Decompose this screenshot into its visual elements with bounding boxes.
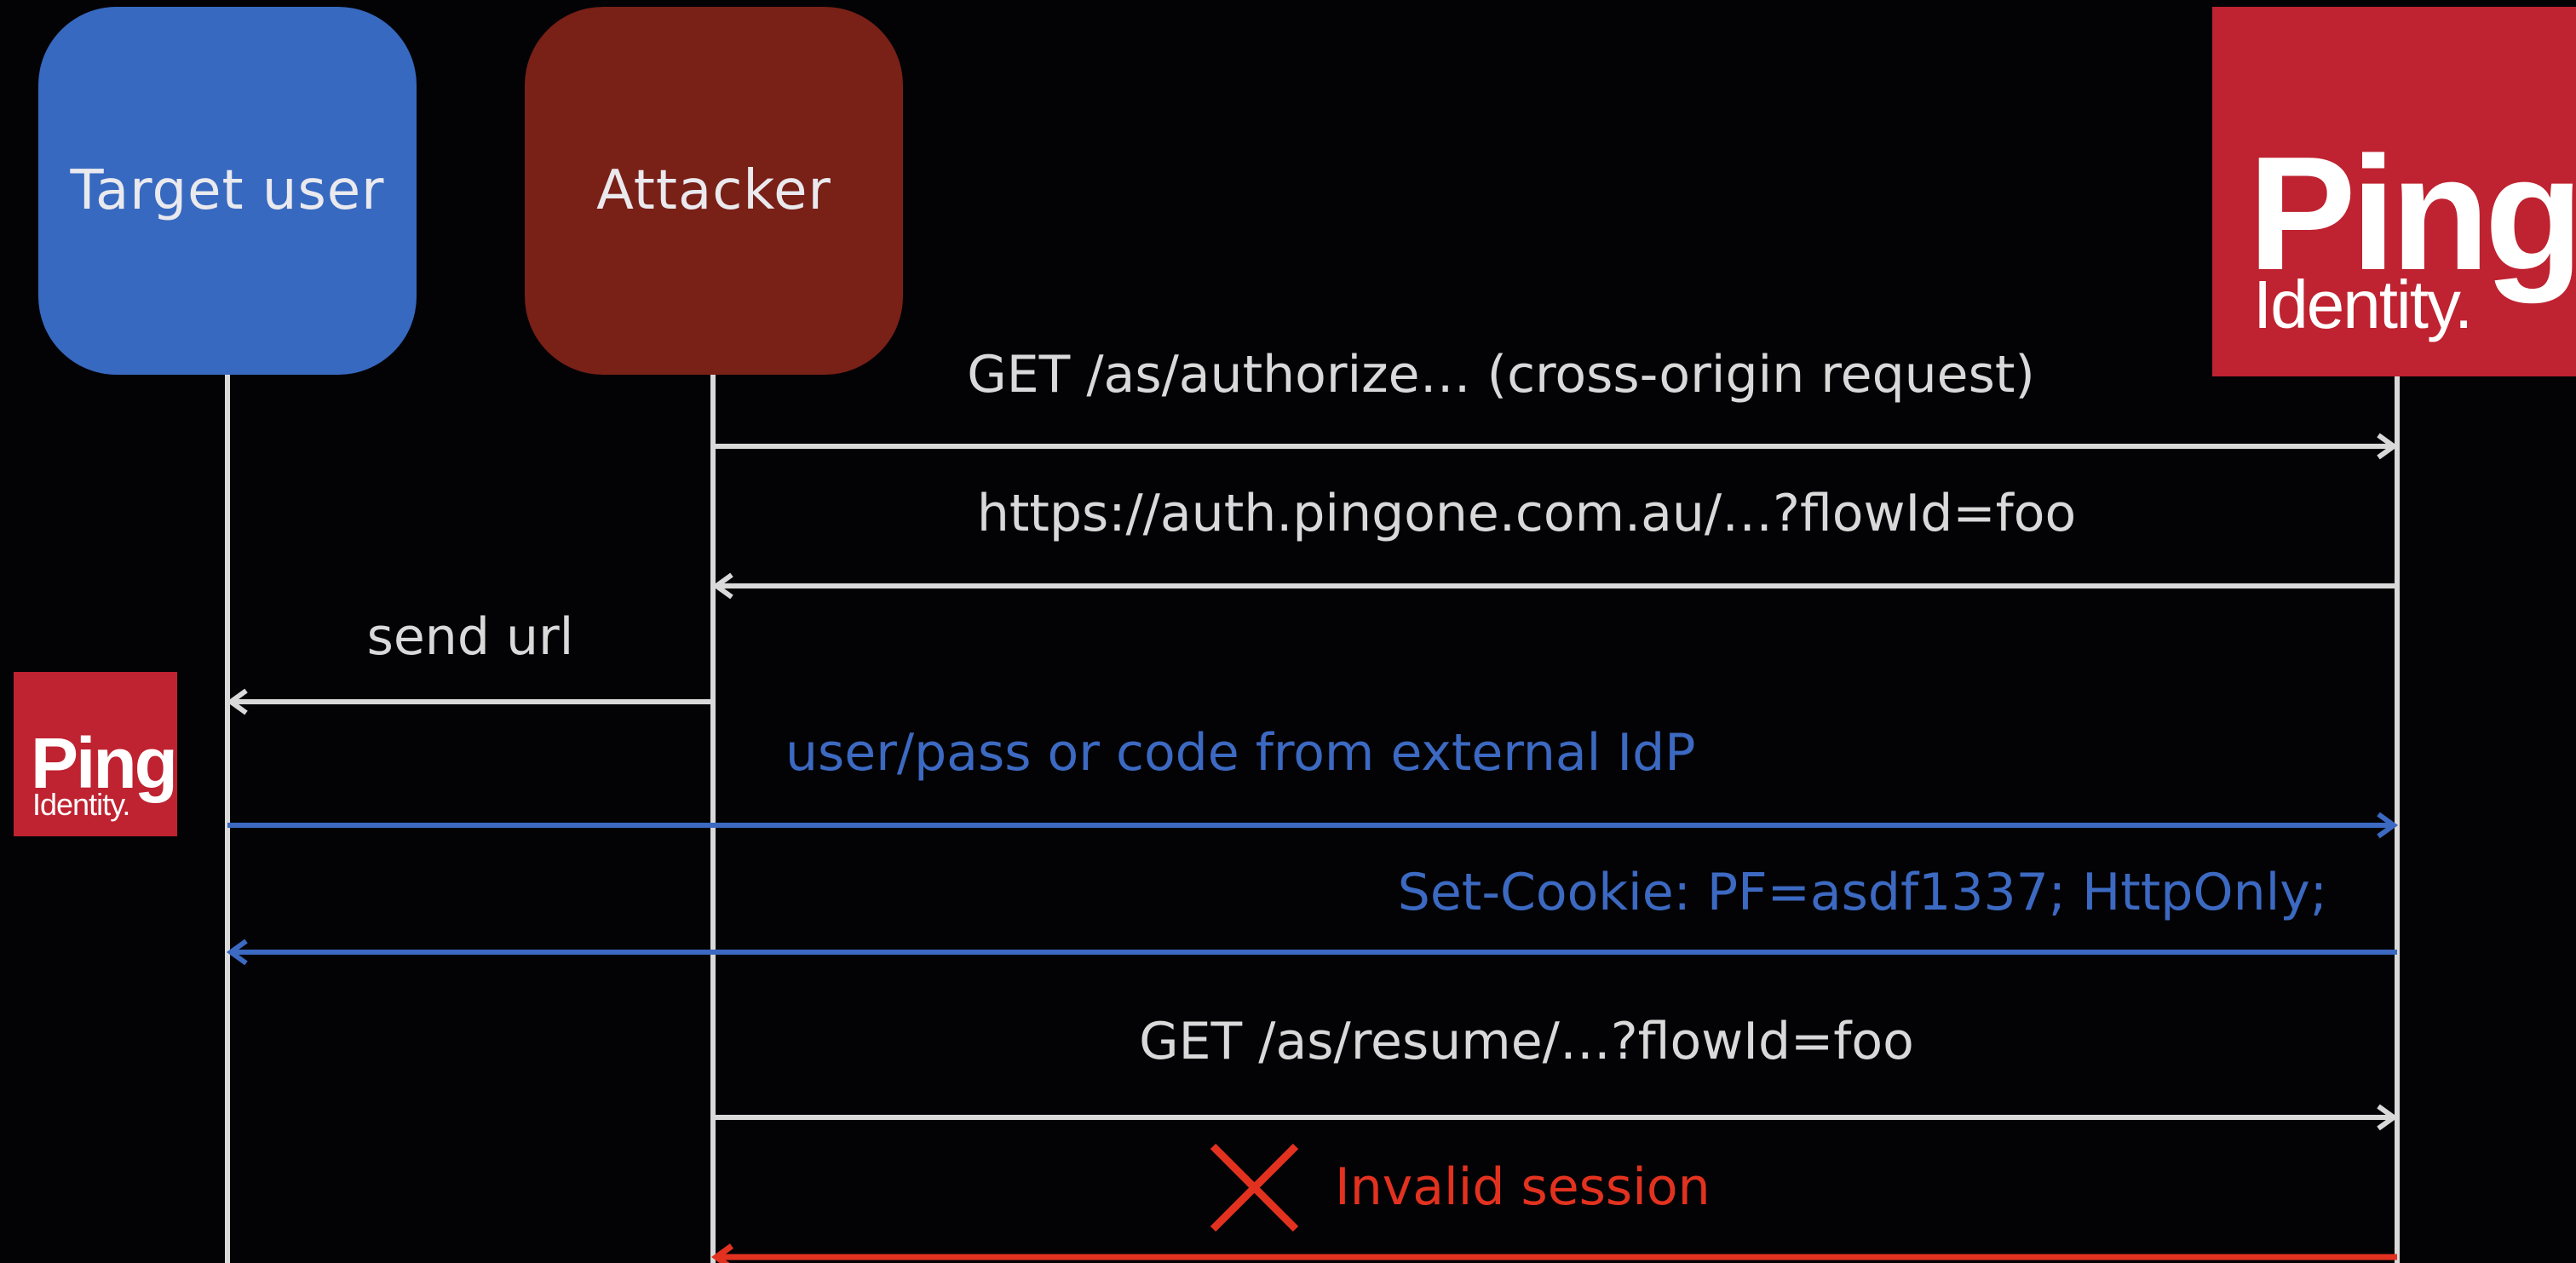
- actor-attacker: Attacker: [525, 7, 903, 375]
- message-credentials-label: user/pass or code from external IdP: [785, 723, 1695, 783]
- ping-identity-small-logo: Ping Identity.: [14, 672, 178, 836]
- message-set-cookie-label: Set-Cookie: PF=asdf1337; HttpOnly;: [1398, 863, 2327, 922]
- message-authorize-request-label: GET /as/authorize… (cross-origin request…: [967, 345, 2035, 405]
- message-credentials-arrowhead: [2377, 812, 2399, 839]
- cross-icon: [1210, 1143, 1299, 1232]
- actor-target-user-label: Target user: [70, 159, 385, 222]
- ping-logo-wordmark: Ping: [2248, 123, 2576, 304]
- message-send-url-arrowhead: [226, 688, 248, 715]
- message-resume-label: GET /as/resume/…?flowId=foo: [1139, 1012, 1914, 1071]
- message-invalid-session-label: Invalid session: [1335, 1157, 1711, 1217]
- ping-small-logo-wordmark: Ping: [31, 723, 178, 803]
- message-flow-url-arrowhead: [711, 572, 733, 600]
- message-invalid-session-arrowhead: [711, 1243, 734, 1263]
- message-resume-arrowhead: [2377, 1104, 2399, 1131]
- ping-identity-logo: Ping Identity.: [2212, 7, 2576, 376]
- ping-logo-subtitle: Identity.: [2253, 267, 2473, 342]
- message-flow-url-label: https://auth.pingone.com.au/…?flowId=foo: [977, 484, 2076, 543]
- actor-attacker-label: Attacker: [596, 159, 831, 222]
- ping-small-logo-subtitle: Identity.: [32, 787, 130, 822]
- message-send-url-label: send url: [367, 607, 574, 667]
- message-authorize-request-arrowhead: [2377, 433, 2399, 460]
- message-set-cookie-arrowhead: [226, 939, 248, 966]
- actor-target-user: Target user: [38, 7, 417, 375]
